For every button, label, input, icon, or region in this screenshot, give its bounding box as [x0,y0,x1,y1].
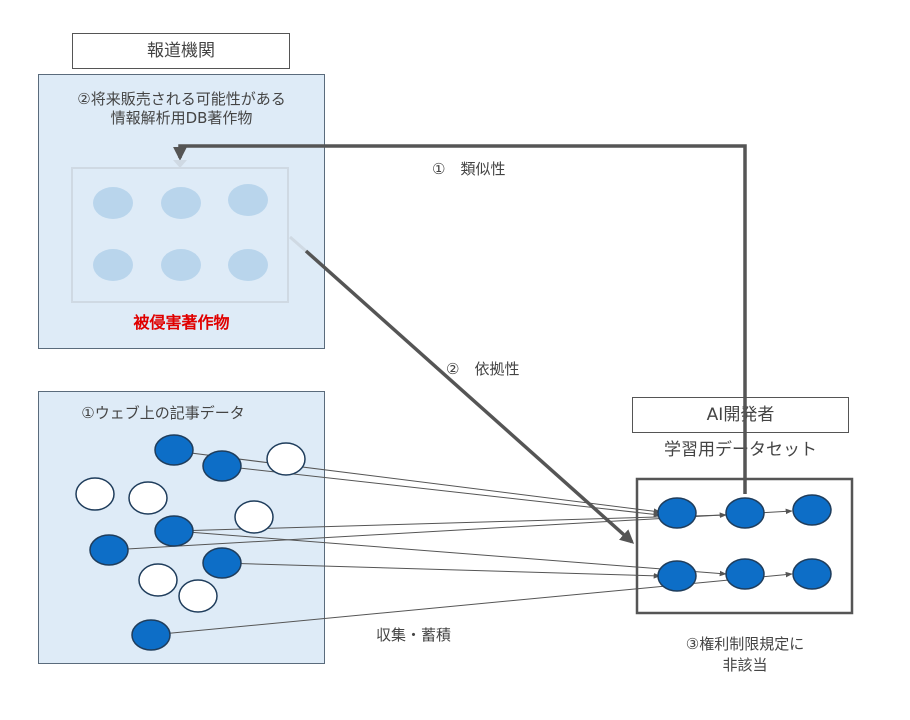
dataset-record [792,494,832,526]
collected-article [202,547,242,579]
rights-limitation-line2: 非該当 [722,656,768,674]
collection-arrow [174,450,661,514]
faded-database-records [93,184,268,281]
rights-limitation-line1: ③権利制限規定に [685,635,805,653]
dataset-records [657,494,832,592]
collection-arrow [221,465,661,518]
media-header-label: 報道機関 [72,33,290,69]
collection-label: 収集・蓄積 [376,626,452,644]
dataset-record [657,560,697,592]
dataset-record [725,558,765,590]
faded-record [161,249,201,281]
faded-record [228,249,268,281]
faded-record [93,249,133,281]
uncollected-article [75,477,115,511]
web-articles-caption: ①ウェブ上の記事データ [81,404,245,422]
faded-record [161,187,201,219]
collected-article [131,619,171,651]
reliance-label: ② 依拠性 [446,360,520,378]
collection-arrow [221,562,661,579]
infringed-work-label: 被侵害著作物 [133,313,230,332]
collected-article [154,434,194,466]
faded-record [228,184,268,216]
faded-record [93,187,133,219]
collected-article [89,534,129,566]
db-caption-line2: 情報解析用DB著作物 [110,109,253,127]
collected-article [202,450,242,482]
similarity-arrow-faded-head [173,160,187,168]
collected-article [154,515,194,547]
dataset-record [657,497,697,529]
dataset-record [725,497,765,529]
dataset-record [792,558,832,590]
uncollected-article [178,579,218,613]
uncollected-article [234,500,274,534]
web-article-records [75,434,306,651]
uncollected-article [266,442,306,476]
media-database-panel [38,74,325,349]
uncollected-article [138,563,178,597]
faded-reliance-stub [289,235,307,253]
db-caption-line1: ②将来販売される可能性がある [77,90,286,108]
collection-arrow [174,530,727,577]
dataset-caption: 学習用データセット [664,440,817,460]
uncollected-article [128,481,168,515]
similarity-arrow [173,144,747,494]
similarity-label: ① 類似性 [432,160,506,178]
ai-developer-header-label: AI開発者 [632,397,849,433]
reliance-arrow [304,249,635,544]
